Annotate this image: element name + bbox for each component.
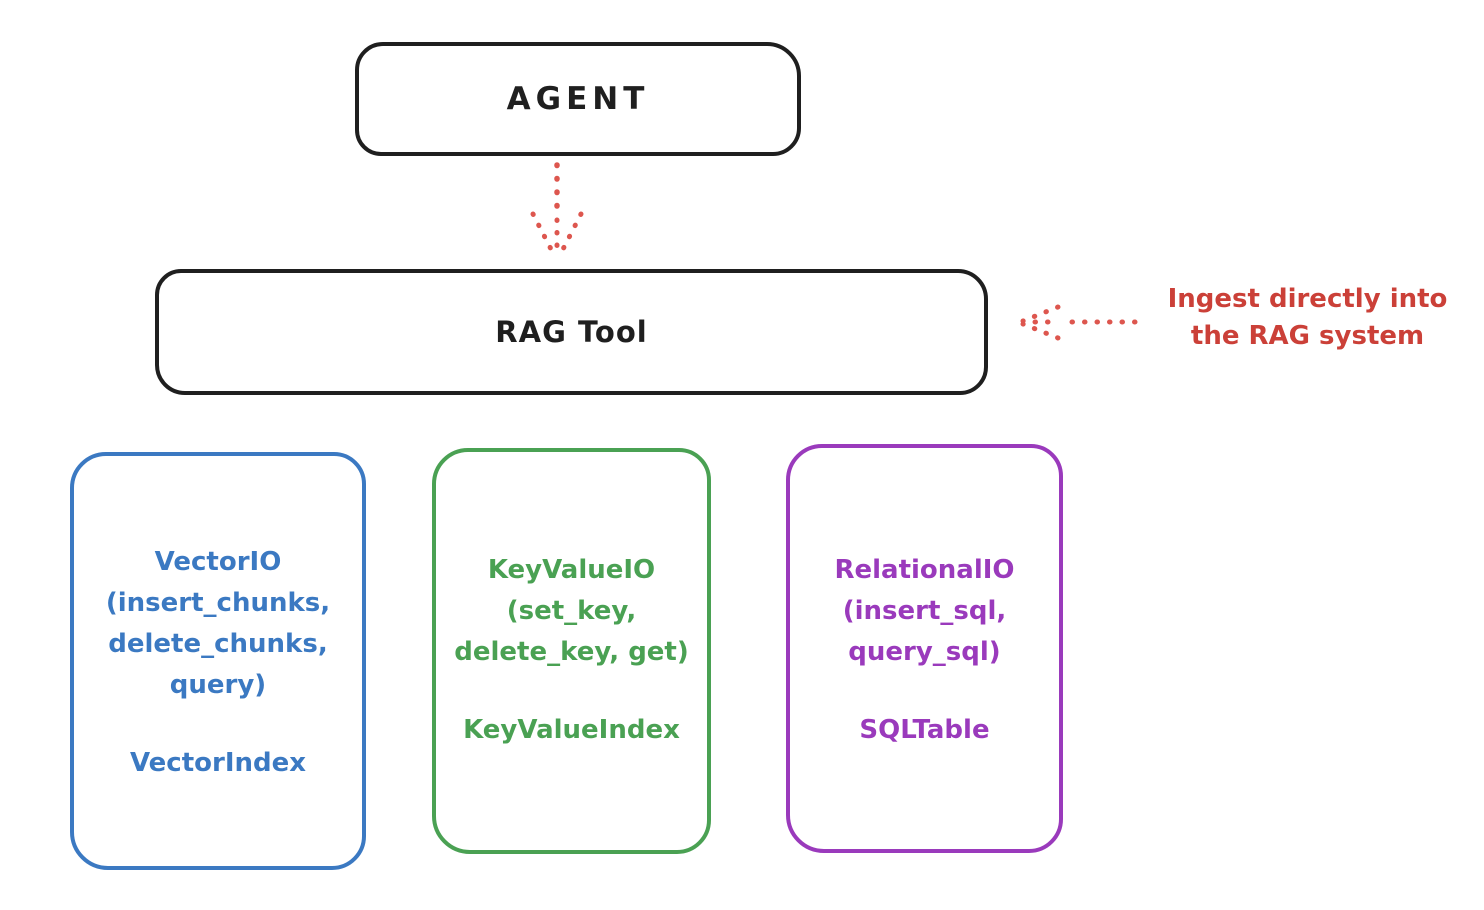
relational-io-card: RelationalIO (insert_sql, query_sql) SQL…	[786, 444, 1063, 853]
ingest-dotted-arrow-icon	[1020, 304, 1138, 341]
rag-tool-node: RAG Tool	[155, 269, 988, 395]
ingest-annotation-line1: Ingest directly into	[1167, 284, 1448, 314]
card-io-line: query)	[169, 670, 267, 700]
agent-to-rag-dotted-arrow-icon	[530, 162, 584, 258]
card-io-line: (insert_chunks,	[105, 588, 331, 618]
card-io-line: delete_chunks,	[108, 629, 328, 659]
agent-node: AGENT	[355, 42, 801, 156]
keyvalue-io-card: KeyValueIO (set_key, delete_key, get) Ke…	[432, 448, 711, 854]
card-io-line: query_sql)	[848, 637, 1001, 667]
card-io-line: KeyValueIO	[487, 555, 656, 585]
card-io-line: RelationalIO	[834, 555, 1015, 585]
card-io-line: delete_key, get)	[454, 637, 689, 667]
card-io-line: (set_key,	[506, 596, 637, 626]
ingest-annotation-line2: the RAG system	[1190, 321, 1425, 351]
agent-label: AGENT	[506, 81, 650, 117]
keyvalue-index-label: KeyValueIndex	[463, 715, 680, 745]
ingest-annotation: Ingest directly into the RAG system	[1140, 281, 1475, 355]
sql-table-label: SQLTable	[859, 715, 990, 745]
card-io-line: (insert_sql,	[842, 596, 1007, 626]
vector-io-card: VectorIO (insert_chunks, delete_chunks, …	[70, 452, 366, 870]
vector-index-label: VectorIndex	[129, 748, 307, 778]
rag-tool-label: RAG Tool	[495, 315, 648, 349]
card-io-line: VectorIO	[154, 547, 282, 577]
